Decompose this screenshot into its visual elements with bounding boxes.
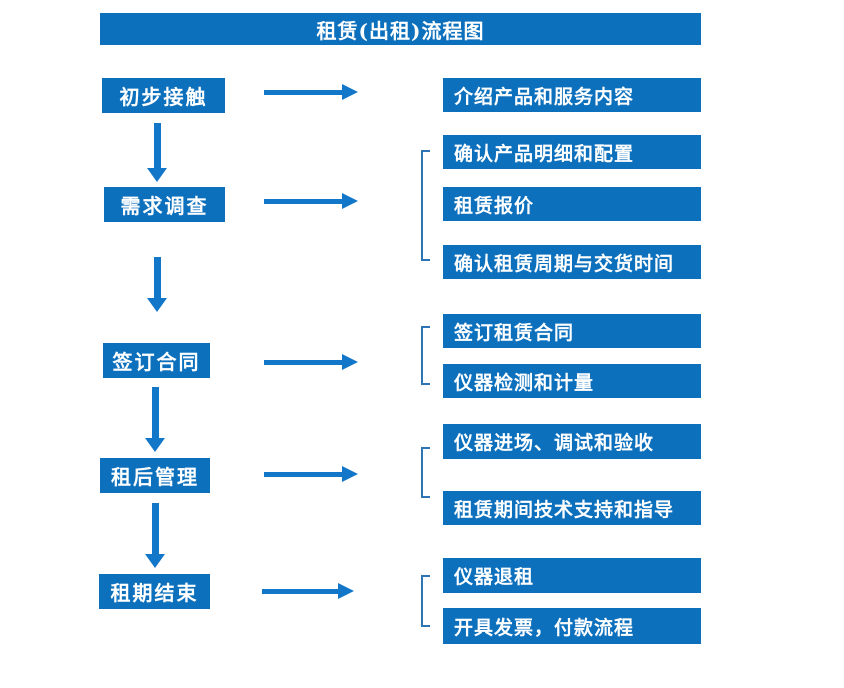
group-bracket-rental-end <box>421 575 430 627</box>
group-bracket-post-rental <box>421 447 430 498</box>
group-bracket-demand-survey <box>421 150 430 261</box>
group-bracket-sign-contract <box>421 326 430 385</box>
step-box-post-rental-management: 租后管理 <box>100 458 210 493</box>
output-box-confirm-product-details: 确认产品明细和配置 <box>443 135 701 169</box>
output-box-instrument-return: 仪器退租 <box>443 558 701 593</box>
step-box-sign-contract: 签订合同 <box>103 343 210 378</box>
output-box-confirm-rental-period: 确认租赁周期与交货时间 <box>443 245 701 279</box>
step-box-initial-contact: 初步接触 <box>102 78 225 113</box>
step-box-rental-end: 租期结束 <box>99 574 210 609</box>
output-box-instrument-testing: 仪器检测和计量 <box>443 364 701 398</box>
flowchart-title: 租赁(出租)流程图 <box>100 13 701 45</box>
output-box-instrument-setup: 仪器进场、调试和验收 <box>443 424 701 459</box>
output-box-tech-support: 租赁期间技术支持和指导 <box>443 491 701 525</box>
step-box-demand-survey: 需求调查 <box>104 187 225 222</box>
output-box-rental-quote: 租赁报价 <box>443 187 701 221</box>
output-box-introduce-products: 介绍产品和服务内容 <box>443 78 701 112</box>
output-box-invoice-payment: 开具发票，付款流程 <box>443 608 701 644</box>
output-box-sign-rental-contract: 签订租赁合同 <box>443 314 701 348</box>
